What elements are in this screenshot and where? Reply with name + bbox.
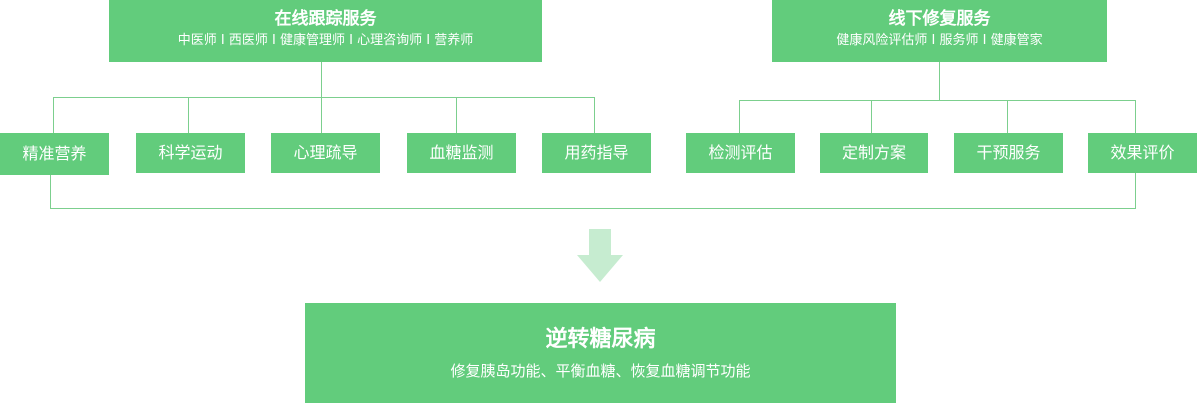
item-custom-plan: 定制方案 xyxy=(820,133,928,173)
item-psychological-counseling: 心理疏导 xyxy=(271,133,380,173)
connector-offline-vertical xyxy=(939,62,940,100)
connector-online-drop-3 xyxy=(321,97,322,133)
connector-bottom-horizontal xyxy=(50,208,1136,209)
result-title: 逆转糖尿病 xyxy=(545,327,656,352)
connector-bottom-right xyxy=(1135,173,1136,208)
result-subtitle: 修复胰岛功能、平衡血糖、恢复血糖调节功能 xyxy=(450,362,751,380)
connector-online-vertical xyxy=(321,62,322,98)
arrow-down-icon xyxy=(577,229,623,282)
connector-online-drop-1 xyxy=(53,97,54,133)
connector-offline-drop-4 xyxy=(1135,100,1136,133)
connector-offline-drop-2 xyxy=(871,100,872,133)
item-testing-assessment: 检测评估 xyxy=(686,133,795,173)
online-service-title: 在线跟踪服务 xyxy=(274,9,377,29)
item-scientific-exercise: 科学运动 xyxy=(136,133,245,173)
item-medication-guidance: 用药指导 xyxy=(542,133,651,173)
item-effect-evaluation: 效果评价 xyxy=(1088,133,1197,173)
offline-service-subtitle: 健康风险评估师 I 服务师 I 健康管家 xyxy=(836,33,1043,48)
connector-offline-drop-3 xyxy=(1007,100,1008,133)
connector-online-drop-5 xyxy=(594,97,595,133)
connector-online-drop-4 xyxy=(456,97,457,133)
connector-online-drop-2 xyxy=(188,97,189,133)
item-glucose-monitoring: 血糖监测 xyxy=(407,133,516,173)
result-box: 逆转糖尿病 修复胰岛功能、平衡血糖、恢复血糖调节功能 xyxy=(305,303,896,403)
connector-offline-drop-1 xyxy=(739,100,740,133)
connector-bottom-left xyxy=(50,175,51,208)
connector-online-horizontal xyxy=(53,97,595,98)
item-precision-nutrition: 精准营养 xyxy=(0,133,109,175)
offline-service-box: 线下修复服务 健康风险评估师 I 服务师 I 健康管家 xyxy=(772,0,1107,62)
online-service-box: 在线跟踪服务 中医师 I 西医师 I 健康管理师 I 心理咨询师 I 营养师 xyxy=(109,0,542,62)
offline-service-title: 线下修复服务 xyxy=(888,9,991,29)
item-intervention-service: 干预服务 xyxy=(954,133,1063,173)
online-service-subtitle: 中医师 I 西医师 I 健康管理师 I 心理咨询师 I 营养师 xyxy=(177,33,474,48)
connector-offline-horizontal xyxy=(739,100,1136,101)
